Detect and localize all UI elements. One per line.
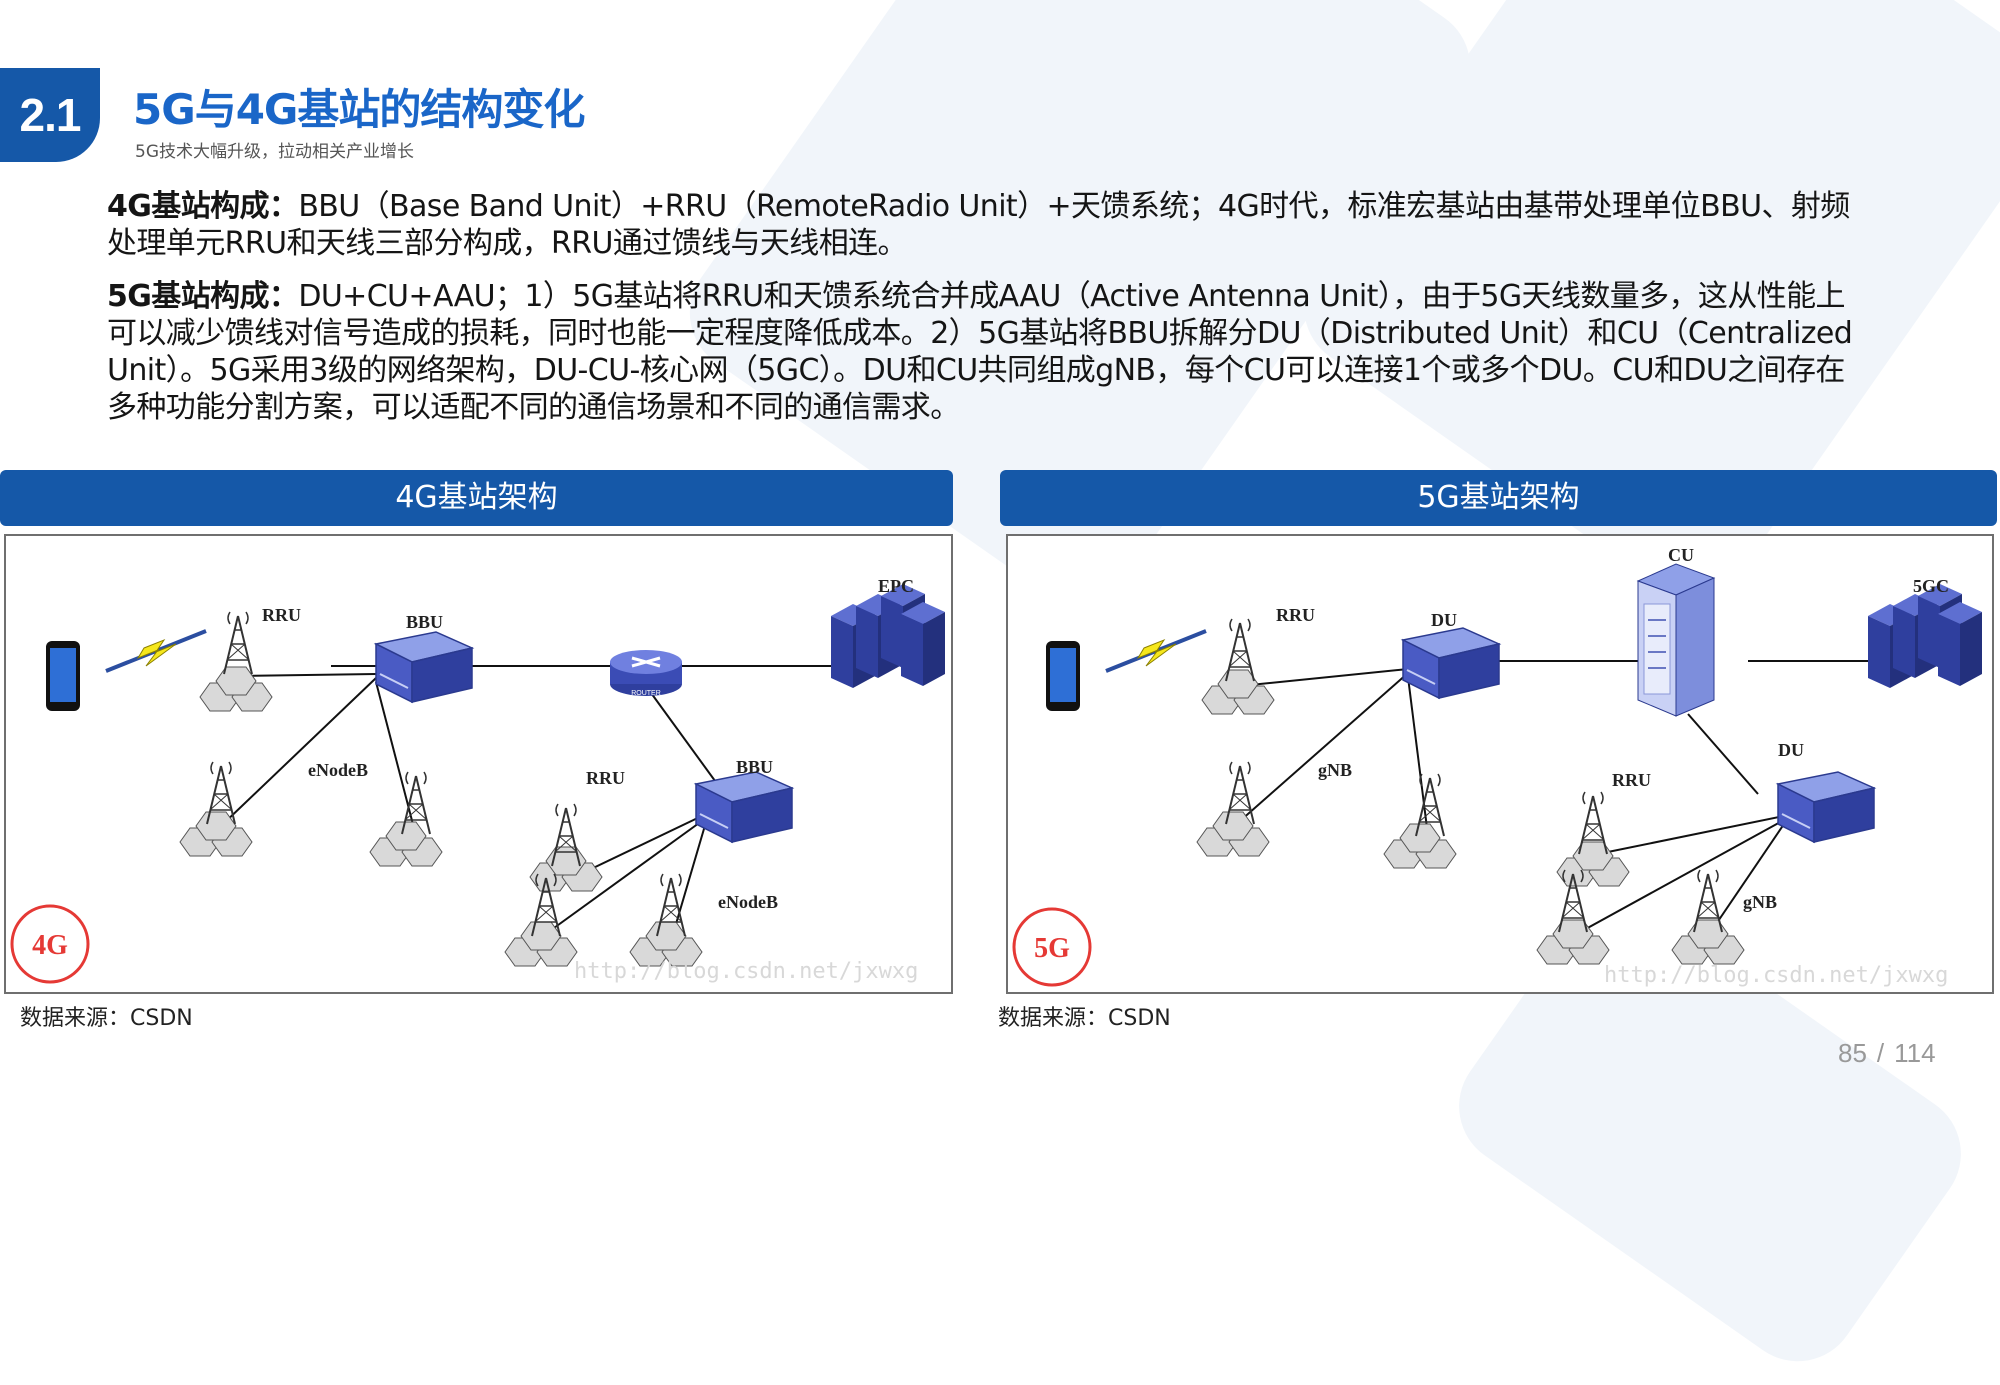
du-device-icon: [1402, 627, 1500, 699]
phone-icon: [46, 641, 80, 711]
rru-tower-icon: [370, 771, 442, 866]
page-subtitle: 5G技术大幅升级，拉动相关产业增长: [135, 142, 414, 162]
diagram-5g-svg: RRU DU CU 5GC gNB DU RRU gNB 5G http://b…: [1012, 545, 1982, 988]
core-5gc-server-icon: [1868, 584, 1982, 688]
aau-tower-icon: [1672, 869, 1744, 964]
5g-badge: 5G: [1012, 907, 1092, 987]
badge-label: 5G: [1034, 933, 1070, 964]
paragraph-lead: 5G基站构成：: [107, 279, 299, 314]
router-icon: ROUTER: [610, 650, 682, 697]
rru-tower-icon: [530, 803, 602, 891]
label-rru: RRU: [586, 768, 625, 788]
paragraph-4g: 4G基站构成：BBU（Base Band Unit）+RRU（RemoteRad…: [107, 188, 1867, 262]
diagram-4g-svg: ROUTER RRU BBU EPC eNodeB RRU BBU eNodeB…: [10, 576, 945, 984]
phone-icon: [1046, 641, 1080, 711]
du-device-icon: [1777, 771, 1875, 843]
label-bbu: BBU: [406, 612, 443, 632]
panel-header-4g: 4G基站架构: [0, 470, 953, 526]
watermark: http://blog.csdn.net/jxwxg: [574, 959, 918, 984]
label-bbu: BBU: [736, 757, 773, 777]
lightning-icon: [1105, 629, 1207, 673]
rru-tower-icon: [200, 611, 272, 711]
aau-tower-icon: [1557, 791, 1629, 886]
label-enodeb: eNodeB: [308, 760, 368, 780]
bbu-device-icon: [695, 771, 793, 843]
label-rru: RRU: [262, 605, 301, 625]
bbu-device-icon: [375, 631, 473, 703]
4g-badge: 4G: [10, 904, 90, 984]
page-current: 85: [1838, 1038, 1867, 1068]
paragraph-5g: 5G基站构成：DU+CU+AAU；1）5G基站将RRU和天馈系统合并成AAU（A…: [107, 278, 1867, 426]
page-number: 85 / 114: [1838, 1038, 1936, 1069]
label-enodeb: eNodeB: [718, 892, 778, 912]
label-gnb: gNB: [1743, 892, 1777, 912]
diagram-5g-architecture: RRU DU CU 5GC gNB DU RRU gNB 5G http://b…: [1006, 534, 1994, 994]
paragraph-lead: 4G基站构成：: [107, 189, 299, 224]
epc-server-icon: [831, 584, 945, 688]
aau-tower-icon: [1202, 618, 1274, 714]
aau-tower-icon: [1384, 773, 1456, 868]
label-rru: RRU: [1276, 605, 1315, 625]
aau-tower-icon: [1197, 761, 1269, 856]
watermark: http://blog.csdn.net/jxwxg: [1604, 963, 1948, 988]
cu-rack-icon: [1636, 563, 1716, 717]
page-title: 5G与4G基站的结构变化: [133, 85, 585, 134]
label-du: DU: [1778, 740, 1804, 760]
label-epc: EPC: [878, 576, 914, 596]
lightning-icon: [105, 629, 207, 673]
badge-label: 4G: [32, 930, 68, 961]
label-gnb: gNB: [1318, 760, 1352, 780]
label-cu: CU: [1668, 545, 1694, 565]
diagram-4g-architecture: ROUTER RRU BBU EPC eNodeB RRU BBU eNodeB…: [4, 534, 953, 994]
page-total: 114: [1894, 1038, 1936, 1068]
source-note: 数据来源：CSDN: [20, 1006, 193, 1031]
section-number-badge: 2.1: [0, 68, 100, 162]
rru-tower-icon: [630, 873, 702, 966]
source-note: 数据来源：CSDN: [998, 1006, 1171, 1031]
label-5gc: 5GC: [1913, 576, 1949, 596]
panel-header-5g: 5G基站架构: [1000, 470, 1997, 526]
paragraph-text: DU+CU+AAU；1）5G基站将RRU和天馈系统合并成AAU（Active A…: [107, 279, 1853, 425]
rru-tower-icon: [180, 761, 252, 856]
label-du: DU: [1431, 610, 1457, 630]
paragraph-text: BBU（Base Band Unit）+RRU（RemoteRadio Unit…: [107, 189, 1850, 261]
router-label: ROUTER: [631, 690, 661, 697]
label-rru: RRU: [1612, 770, 1651, 790]
page-separator: /: [1876, 1038, 1885, 1068]
